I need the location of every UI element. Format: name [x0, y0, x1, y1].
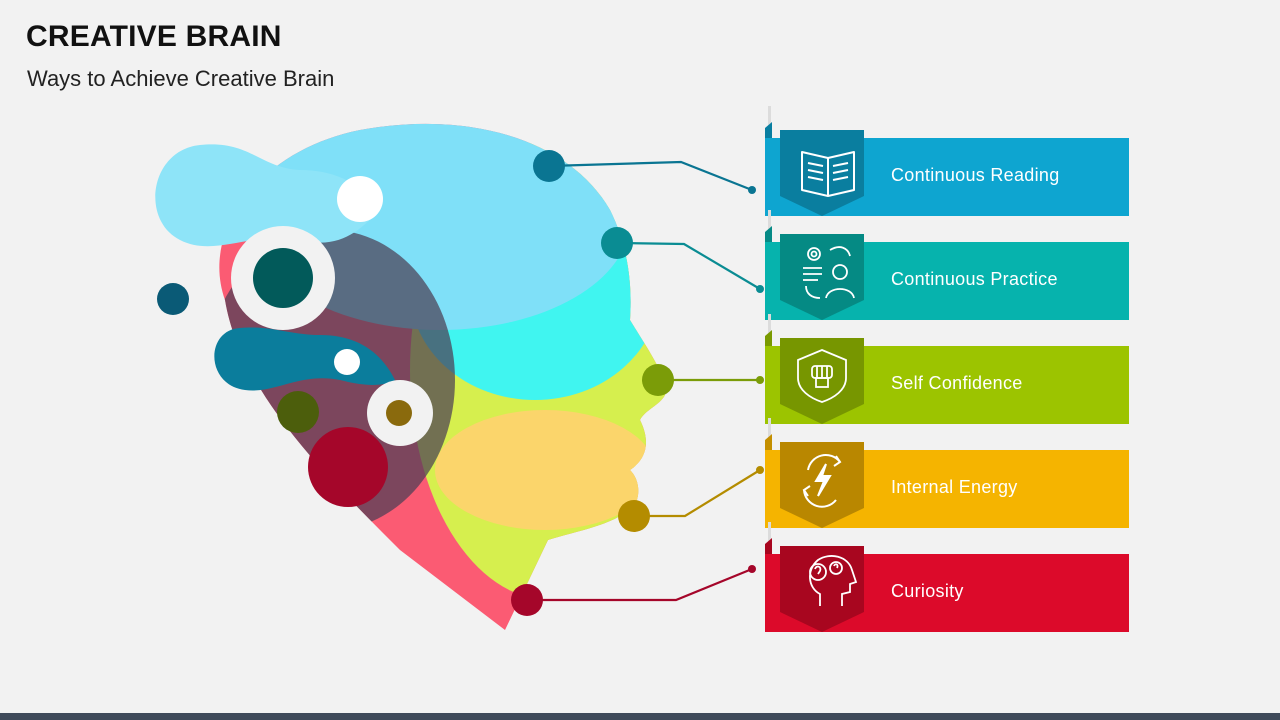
footer-bar [0, 713, 1280, 720]
connector-dots [511, 150, 764, 616]
fist-badge-icon [797, 349, 847, 403]
label-continuous-practice: Continuous Practice [891, 269, 1058, 289]
page-title: CREATIVE BRAIN [26, 20, 282, 53]
label-self-confidence: Self Confidence [891, 373, 1023, 393]
connector-lines [527, 160, 761, 602]
person-gear-icon [803, 246, 855, 299]
ribbon-reading [765, 106, 1129, 216]
ribbon-practice [765, 210, 1129, 320]
label-continuous-reading: Continuous Reading [891, 165, 1060, 185]
open-book-icon [801, 151, 855, 197]
ribbon-curiosity [765, 522, 1129, 632]
head-silhouette [155, 123, 666, 631]
energy-cycle-icon [802, 454, 842, 508]
question-head-icon [809, 555, 858, 606]
page-subtitle: Ways to Achieve Creative Brain [27, 66, 335, 91]
label-curiosity: Curiosity [891, 581, 964, 601]
ribbon-confidence [765, 314, 1129, 424]
label-internal-energy: Internal Energy [891, 477, 1018, 497]
